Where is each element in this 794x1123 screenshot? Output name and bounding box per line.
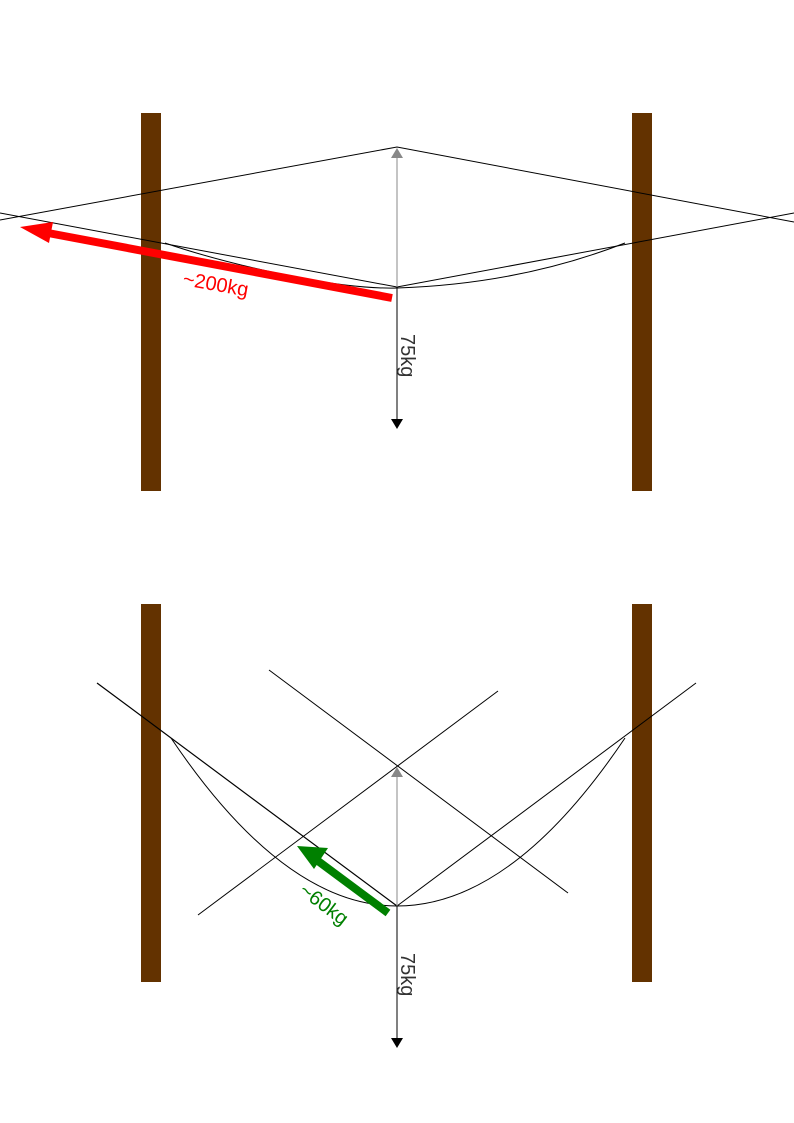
rope-curve (164, 242, 626, 289)
tension-arrow-shaft (47, 229, 393, 302)
left-post (141, 604, 161, 982)
parallelogram-line-2 (197, 690, 499, 916)
parallelogram-line-1 (268, 669, 569, 894)
tension-arrow-head (297, 846, 328, 869)
rope-right-tangent (396, 682, 697, 907)
tension-arrow-head (20, 222, 53, 243)
left-post (141, 113, 161, 491)
tension-label: ~60kg (295, 879, 352, 930)
weight-label: 75kg (396, 953, 418, 996)
force-parallelogram-upper (0, 146, 794, 223)
bottom-diagram: ~60kg 75kg (96, 604, 697, 1048)
right-post (632, 113, 652, 491)
top-diagram: ~200kg 75kg (0, 113, 794, 491)
rope-curve (170, 737, 626, 907)
rope-left-tangent (96, 682, 398, 907)
right-post (632, 604, 652, 982)
weight-label: 75kg (396, 334, 418, 377)
tension-arrow-shaft (315, 857, 391, 917)
